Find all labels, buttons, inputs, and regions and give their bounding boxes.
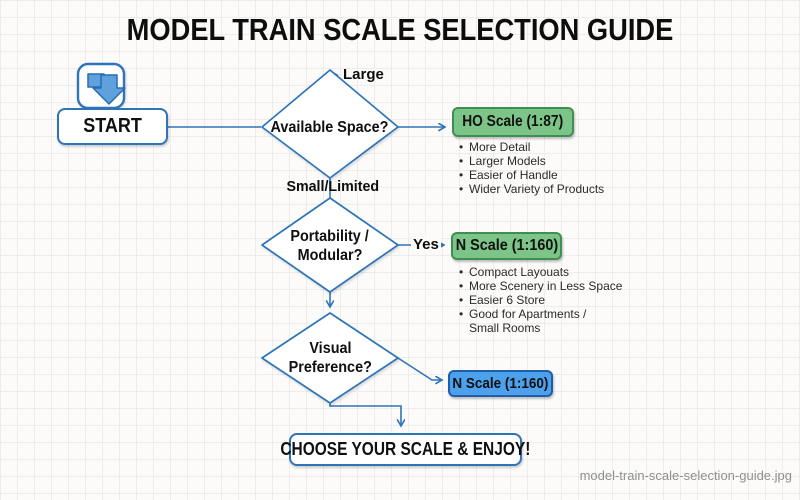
list-item: Larger Models [458, 154, 634, 168]
result-n-scale-green: N Scale (1:160) [451, 232, 562, 260]
result-ho-scale-label: HO Scale (1:87) [462, 113, 564, 130]
ho-scale-benefits-list: More Detail Larger Models Easier of Hand… [458, 140, 634, 196]
result-n-scale-green-label: N Scale (1:160) [455, 237, 558, 254]
image-filename: model-train-scale-selection-guide.jpg [579, 468, 792, 483]
list-item: Easier of Handle [458, 168, 634, 182]
list-item: Easier 6 Store [458, 293, 634, 307]
decision-diamond-portability [261, 197, 399, 293]
result-n-scale-blue-label: N Scale (1:160) [452, 375, 549, 392]
branch-label-small-limited: Small/Limited [286, 178, 380, 195]
decision2-label: Portability / Modular? [290, 228, 370, 264]
branch-label-large: Large [343, 66, 384, 83]
decision3-label: Visual Preference? [288, 340, 372, 376]
list-item: More Detail [458, 140, 634, 154]
result-n-scale-blue: N Scale (1:160) [448, 370, 553, 397]
end-label: CHOOSE YOUR SCALE & ENJOY! [280, 439, 531, 459]
n-scale-benefits-list: Compact Layouats More Scenery in Less Sp… [458, 265, 634, 335]
decision-diamond-visual-preference [261, 312, 399, 404]
result-ho-scale: HO Scale (1:87) [452, 107, 574, 137]
page-title: MODEL TRAIN SCALE SELECTION GUIDE [126, 12, 674, 47]
list-item: Compact Layouats [458, 265, 634, 279]
start-download-icon [76, 62, 126, 110]
list-item: Small Rooms [469, 321, 541, 335]
list-item: Wider Variety of Products [458, 182, 634, 196]
list-item: Good for Apartments / [458, 307, 634, 321]
decision1-label: Available Space? [271, 119, 389, 136]
start-label: START [83, 115, 142, 137]
list-item: More Scenery in Less Space [458, 279, 634, 293]
end-node: CHOOSE YOUR SCALE & ENJOY! [280, 433, 531, 466]
start-node: START [57, 108, 168, 145]
branch-label-yes: Yes [411, 236, 441, 253]
decision-diamond-available-space [261, 69, 399, 179]
